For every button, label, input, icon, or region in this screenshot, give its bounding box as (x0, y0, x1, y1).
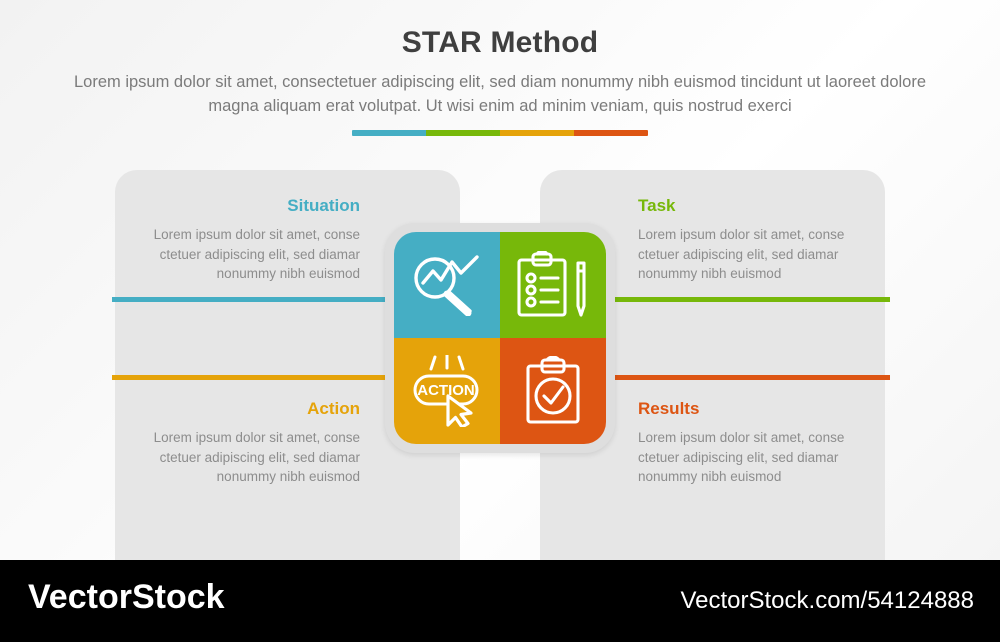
quadrant-situation[interactable] (394, 232, 500, 338)
brand-url: VectorStock.com/54124888 (680, 587, 974, 614)
watermark-footer: VectorStock VectorStock.com/54124888 (0, 560, 1000, 642)
divider-segment-results (574, 130, 648, 136)
clipboard-checklist-pencil-icon (516, 251, 590, 319)
clipboard-check-icon (523, 356, 583, 426)
section-action: Action Lorem ipsum dolor sit amet, conse… (128, 399, 360, 487)
section-heading-situation: Situation (287, 196, 360, 215)
quadrant-action[interactable]: ACTION (394, 338, 500, 444)
brand-logo: VectorStock (28, 578, 225, 616)
connector-line-task (498, 297, 890, 302)
section-body-task: Lorem ipsum dolor sit amet, conse ctetue… (638, 227, 845, 281)
quadrant-results[interactable] (500, 338, 606, 444)
divider-segment-action (500, 130, 574, 136)
action-button-label: ACTION (417, 382, 475, 399)
section-body-situation: Lorem ipsum dolor sit amet, conse ctetue… (153, 227, 360, 281)
connector-line-results (498, 375, 890, 380)
connector-line-situation (112, 297, 502, 302)
quadrant-task[interactable] (500, 232, 606, 338)
divider-segment-task (426, 130, 500, 136)
section-results: Results Lorem ipsum dolor sit amet, cons… (638, 399, 870, 487)
color-divider-bar (352, 130, 648, 136)
page-title: STAR Method (401, 26, 599, 59)
section-body-results: Lorem ipsum dolor sit amet, conse ctetue… (638, 430, 845, 484)
divider-segment-situation (352, 130, 426, 136)
section-task: Task Lorem ipsum dolor sit amet, conse c… (638, 196, 870, 284)
center-icon-grid: ACTION (394, 232, 606, 444)
section-heading-results: Results (638, 399, 700, 418)
magnifier-chart-icon (411, 254, 483, 316)
action-button-cursor-icon: ACTION (407, 355, 487, 427)
section-body-action: Lorem ipsum dolor sit amet, conse ctetue… (153, 430, 360, 484)
section-situation: Situation Lorem ipsum dolor sit amet, co… (128, 196, 360, 284)
section-heading-task: Task (638, 196, 676, 215)
section-heading-action: Action (307, 399, 360, 418)
page-subtitle: Lorem ipsum dolor sit amet, consectetuer… (73, 73, 927, 115)
connector-line-action (112, 375, 502, 380)
